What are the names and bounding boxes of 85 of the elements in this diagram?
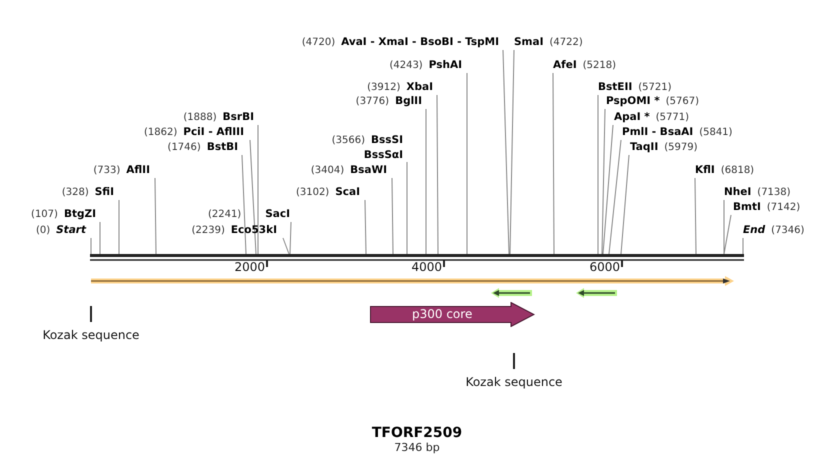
site-position: (733) <box>93 164 120 178</box>
site-position: (2239) <box>192 224 225 238</box>
enzyme-name: SfiI <box>94 185 114 199</box>
enzyme-name: PspOMI * <box>606 94 660 108</box>
enzyme-name: AflII <box>126 163 150 177</box>
enzyme-name: BstEII <box>598 80 632 94</box>
enzyme-name: BsrBI <box>222 110 254 124</box>
leader-line <box>608 140 622 254</box>
site-position: (5218) <box>582 59 616 73</box>
leader-line <box>466 72 468 254</box>
leader-line <box>154 178 156 254</box>
enzyme-name: BmtI <box>733 200 761 214</box>
enzyme-name: End <box>743 223 766 237</box>
site-position: (4720) <box>302 36 336 50</box>
site-position: (4243) <box>389 59 423 73</box>
site-position: (3566) <box>332 134 366 148</box>
enzyme-name: ApaI * <box>614 110 650 124</box>
site-position: (1888) <box>183 111 217 125</box>
sequence-length: 7346 bp <box>393 441 441 455</box>
enzyme-name: XbaI <box>406 80 433 94</box>
enzyme-name: NheI <box>724 185 752 199</box>
scale-label: 6000 <box>589 260 620 274</box>
site-position: (5767) <box>666 95 699 109</box>
enzyme-name: BglII <box>395 94 422 108</box>
enzyme-name: SacI <box>265 207 290 221</box>
leader-line <box>502 50 510 254</box>
leader-line <box>436 94 438 254</box>
leader-line <box>290 222 292 254</box>
site-position: (5841) <box>699 126 732 140</box>
enzyme-name: BsaWI <box>350 163 387 177</box>
leader-line <box>118 200 120 254</box>
site-position: (7142) <box>766 201 800 215</box>
leader-line <box>364 200 366 254</box>
leader-line <box>90 238 92 254</box>
site-position: (2241) <box>208 208 242 222</box>
leader-line <box>406 162 408 254</box>
enzyme-name: BtgZI <box>64 207 96 221</box>
enzyme-name: BssSI <box>371 133 403 147</box>
leader-line <box>620 154 630 254</box>
site-position: (3912) <box>367 81 400 95</box>
leader-line <box>282 238 290 254</box>
site-position: (328) <box>62 186 89 200</box>
leader-line <box>552 72 554 254</box>
feature-label: Kozak sequence <box>466 375 562 390</box>
site-position: (3776) <box>356 95 390 109</box>
enzyme-name: PciI - AflIII <box>183 125 244 139</box>
scale-label: 4000 <box>411 260 442 274</box>
site-position: (1862) <box>144 126 178 140</box>
site-position: (1746) <box>168 141 201 155</box>
enzyme-name: BssSαI <box>364 148 403 162</box>
enzyme-name: PmlI - BsaAI <box>622 125 694 139</box>
site-position: (5979) <box>664 141 698 155</box>
site-position: (5721) <box>638 81 672 95</box>
enzyme-name: SmaI <box>514 35 544 49</box>
site-position: (107) <box>31 208 58 222</box>
leader-line <box>392 178 394 254</box>
site-position: (7138) <box>757 186 791 200</box>
site-position: (5771) <box>656 111 690 125</box>
enzyme-name: Start <box>56 223 86 237</box>
enzyme-name: AfeI <box>553 58 577 72</box>
enzyme-name: Eco53kI <box>230 223 277 237</box>
feature-label: Kozak sequence <box>42 328 140 343</box>
enzyme-name: ScaI <box>335 185 360 199</box>
site-position: (6818) <box>720 164 754 178</box>
map-title: TFORF2509 <box>370 424 464 442</box>
enzyme-name: AvaI - XmaI - BsoBI - TspMI <box>341 35 499 49</box>
feature-label: p300 core <box>412 307 472 322</box>
enzyme-name: PshAI <box>428 58 462 72</box>
scale-label: 2000 <box>234 260 265 274</box>
enzyme-name: KflI <box>695 163 715 177</box>
leader-line <box>242 154 246 254</box>
site-position: (7346) <box>771 224 804 238</box>
leader-line <box>602 124 614 254</box>
leader-line <box>724 214 732 254</box>
site-position: (3404) <box>310 164 344 178</box>
leader-line <box>694 178 696 254</box>
site-position: (4722) <box>550 36 583 50</box>
site-position: (3102) <box>296 186 330 200</box>
leader-line <box>250 140 256 254</box>
site-position: (0) <box>36 224 50 238</box>
leader-line <box>510 50 514 254</box>
enzyme-name: BstBI <box>206 140 238 154</box>
enzyme-name: TaqII <box>630 140 658 154</box>
leader-line <box>602 108 606 254</box>
leader-line <box>742 238 744 254</box>
